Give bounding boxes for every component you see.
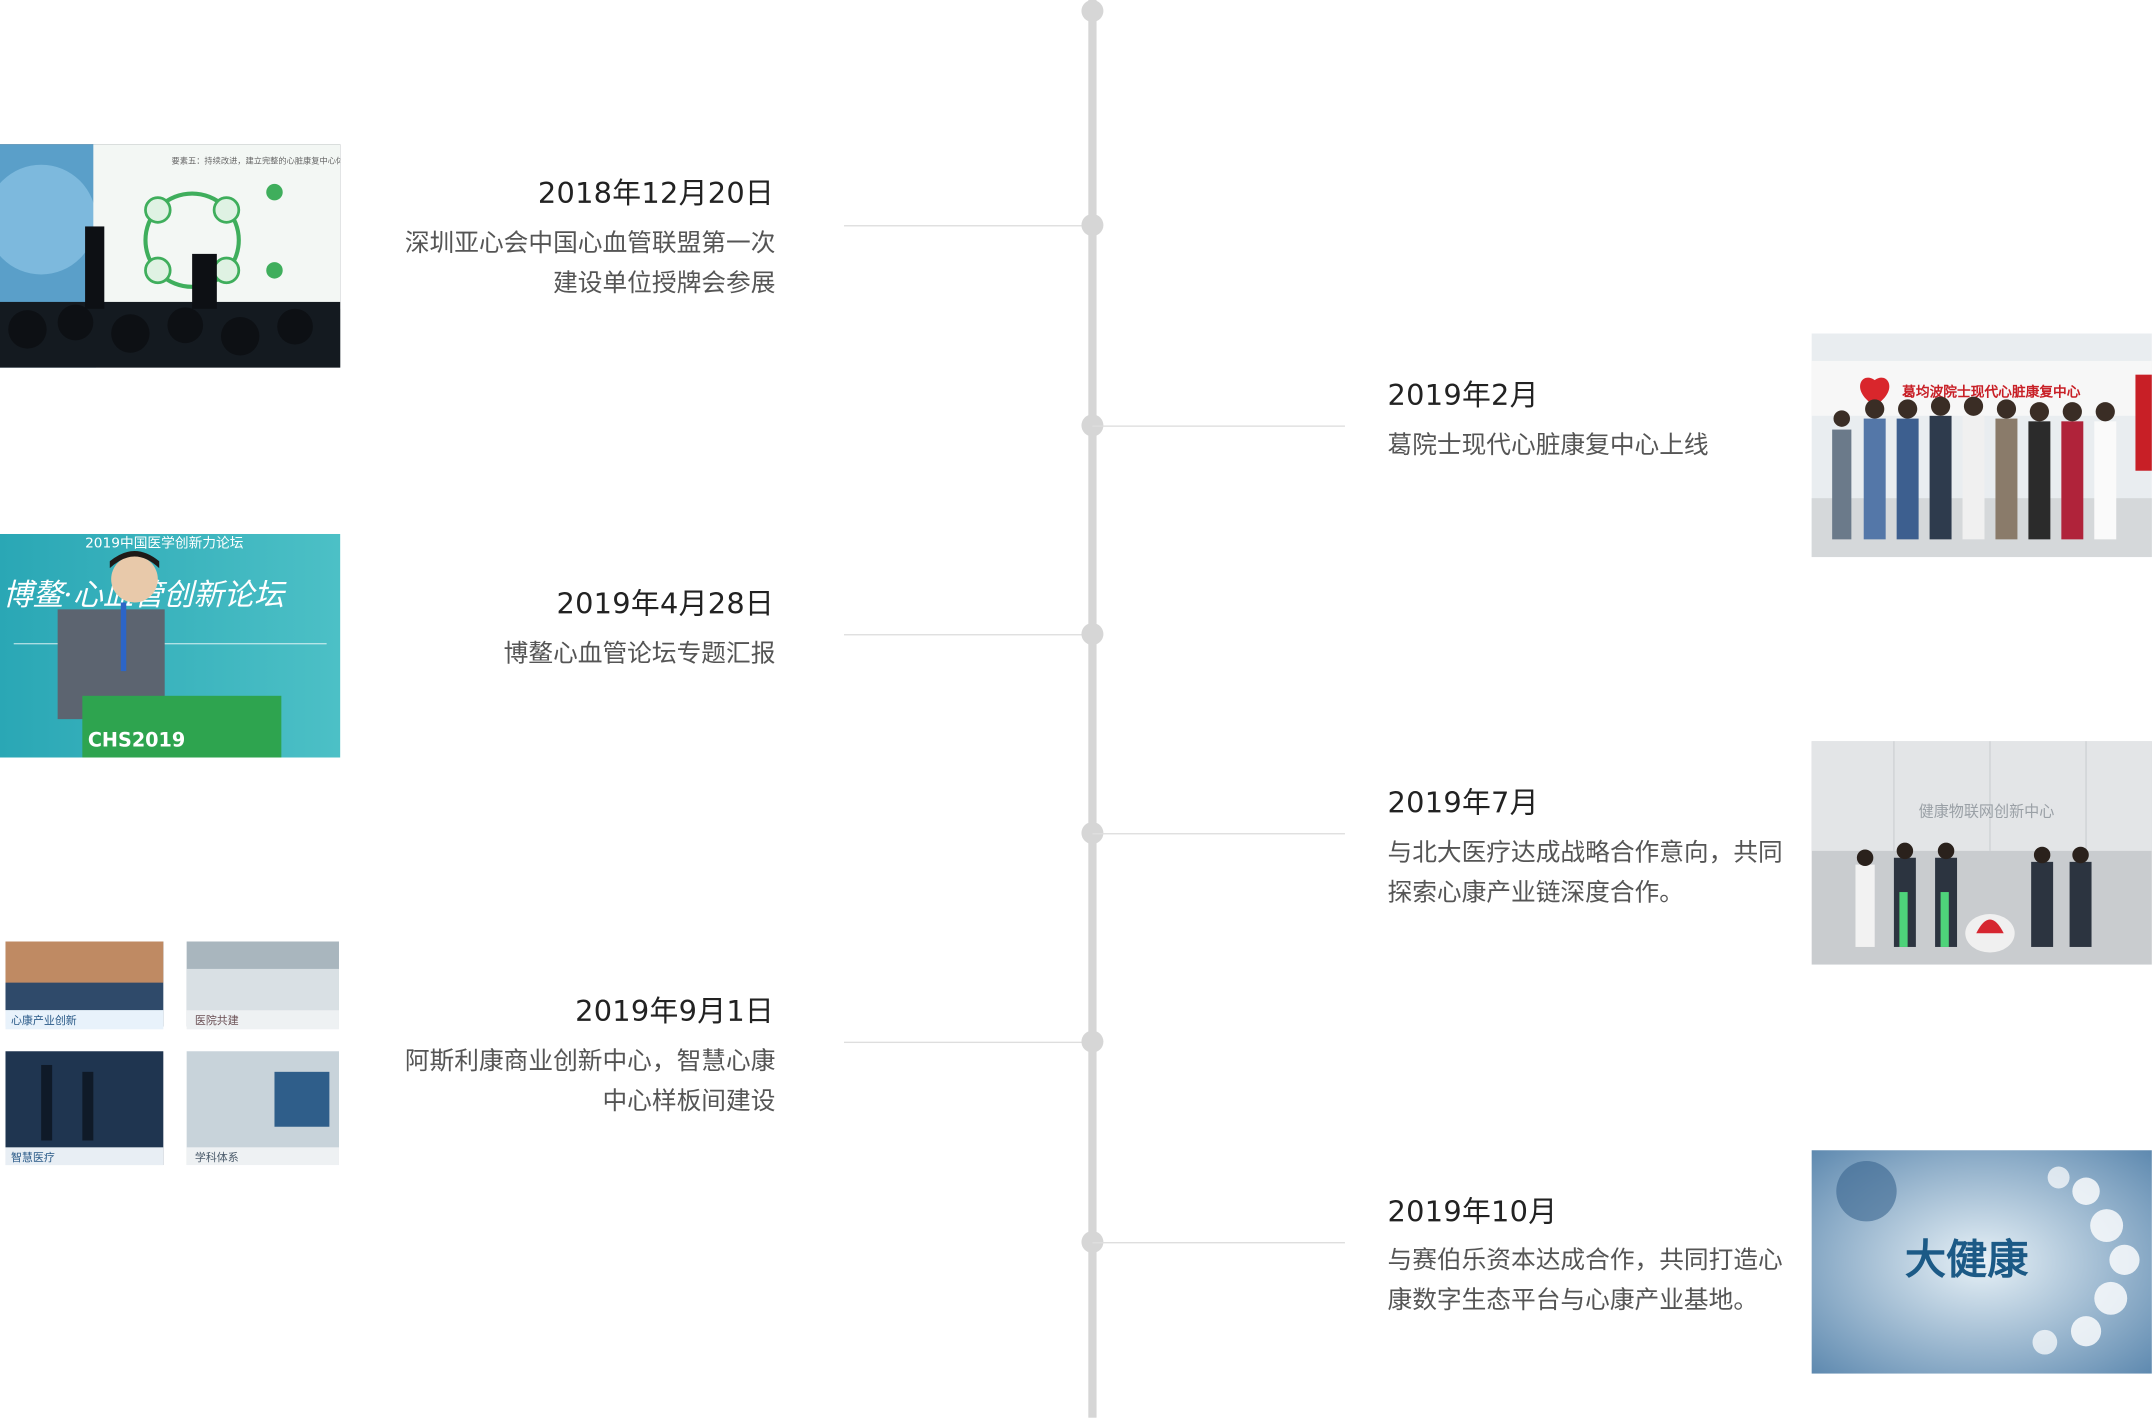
speaker-podium-photo: 2019中国医学创新力论坛 博鳌·心血管创新论坛 CHS2019: [0, 533, 341, 758]
event-date: 2019年2月: [1387, 378, 1539, 412]
timeline-dot: [1081, 1030, 1104, 1053]
showroom-collage: 心康产业创新 医院共建 智慧医疗 学科体系: [0, 941, 341, 1166]
svg-text:学科体系: 学科体系: [195, 1150, 239, 1164]
connector-line: [1092, 425, 1345, 427]
event-description: 与北大医疗达成战略合作意向，共同探索心康产业链深度合作。: [1387, 838, 1783, 908]
connector-line: [1092, 1242, 1345, 1244]
svg-text:要素五：持续改进，建立完整的心脏康复中心体系: 要素五：持续改进，建立完整的心脏康复中心体系: [172, 155, 341, 165]
conference-stage-photo: 要素五：持续改进，建立完整的心脏康复中心体系: [0, 144, 341, 368]
svg-text:健康物联网创新中心: 健康物联网创新中心: [1919, 803, 2055, 821]
connector-line: [1092, 833, 1345, 835]
svg-text:2019中国医学创新力论坛: 2019中国医学创新力论坛: [85, 536, 244, 552]
event-date: 2019年9月1日: [575, 994, 775, 1028]
svg-text:大健康: 大健康: [1905, 1235, 2029, 1284]
timeline-spine: [1088, 0, 1097, 1418]
svg-text:CHS2019: CHS2019: [88, 729, 185, 752]
event-photo-collage: 心康产业创新 医院共建 智慧医疗 学科体系: [0, 941, 341, 1166]
timeline-dot: [1081, 623, 1104, 646]
event-date: 2019年4月28日: [556, 587, 775, 621]
event-photo-group: 葛均波院士现代心脏康复中心: [1811, 333, 2152, 558]
event-photo-conference: 要素五：持续改进，建立完整的心脏康复中心体系: [0, 144, 341, 368]
ribbon-ceremony-photo: 健康物联网创新中心: [1811, 741, 2152, 965]
event-description: 葛院士现代心脏康复中心上线: [1387, 430, 1709, 460]
event-date: 2019年7月: [1387, 786, 1539, 820]
group-photo-rehab-center: 葛均波院士现代心脏康复中心: [1811, 333, 2152, 558]
timeline-top-dot: [1081, 0, 1104, 22]
event-photo-speaker: 2019中国医学创新力论坛 博鳌·心血管创新论坛 CHS2019: [0, 533, 341, 758]
svg-text:医院共建: 医院共建: [195, 1013, 239, 1027]
event-description: 深圳亚心会中国心血管联盟第一次建设单位授牌会参展: [404, 229, 776, 298]
svg-text:葛均波院士现代心脏康复中心: 葛均波院士现代心脏康复中心: [1901, 384, 2081, 401]
connector-line: [844, 1041, 1093, 1044]
event-date: 2018年12月20日: [537, 177, 775, 210]
event-description: 阿斯利康商业创新中心，智慧心康中心样板间建设: [404, 1047, 776, 1116]
timeline-dot: [1081, 214, 1104, 237]
event-photo-big-health: 大健康: [1811, 1150, 2152, 1374]
timeline-dot: [1081, 1231, 1104, 1254]
connector-line: [844, 634, 1093, 636]
svg-text:智慧医疗: 智慧医疗: [11, 1150, 55, 1164]
event-date: 2019年10月: [1387, 1195, 1558, 1229]
svg-text:心康产业创新: 心康产业创新: [11, 1013, 77, 1027]
connector-line: [844, 225, 1093, 227]
big-health-dna-image: 大健康: [1811, 1150, 2152, 1374]
event-description: 博鳌心血管论坛专题汇报: [503, 639, 776, 669]
event-description: 与赛伯乐资本达成合作，共同打造心康数字生态平台与心康产业基地。: [1387, 1246, 1783, 1315]
event-photo-ceremony: 健康物联网创新中心: [1811, 741, 2152, 965]
